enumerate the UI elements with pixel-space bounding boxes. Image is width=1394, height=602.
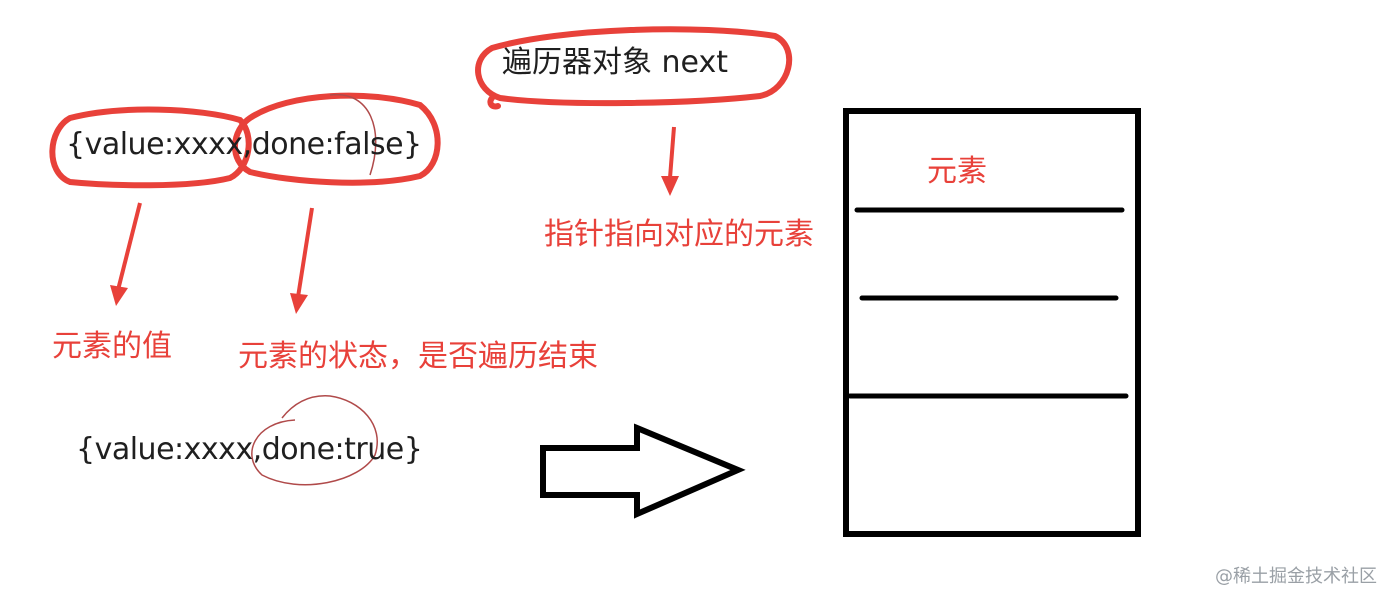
object-done-true: {value:xxxx,done:true}	[76, 432, 423, 467]
arrow-to-value-label	[110, 202, 142, 306]
object-done-false: {value:xxxx,done:false}	[66, 127, 422, 162]
iterator-label: 遍历器对象 next	[502, 45, 728, 80]
watermark: @稀土掘金技术社区	[1215, 566, 1377, 587]
pointer-note: 指针指向对应的元素	[544, 217, 814, 252]
element-label: 元素	[927, 154, 987, 189]
element-box	[843, 108, 1141, 537]
arrow-to-state-label	[290, 207, 314, 314]
big-right-arrow	[540, 423, 746, 519]
element-value-label: 元素的值	[52, 329, 172, 364]
arrow-to-pointer-note	[661, 126, 679, 196]
element-state-label: 元素的状态，是否遍历结束	[238, 339, 598, 374]
